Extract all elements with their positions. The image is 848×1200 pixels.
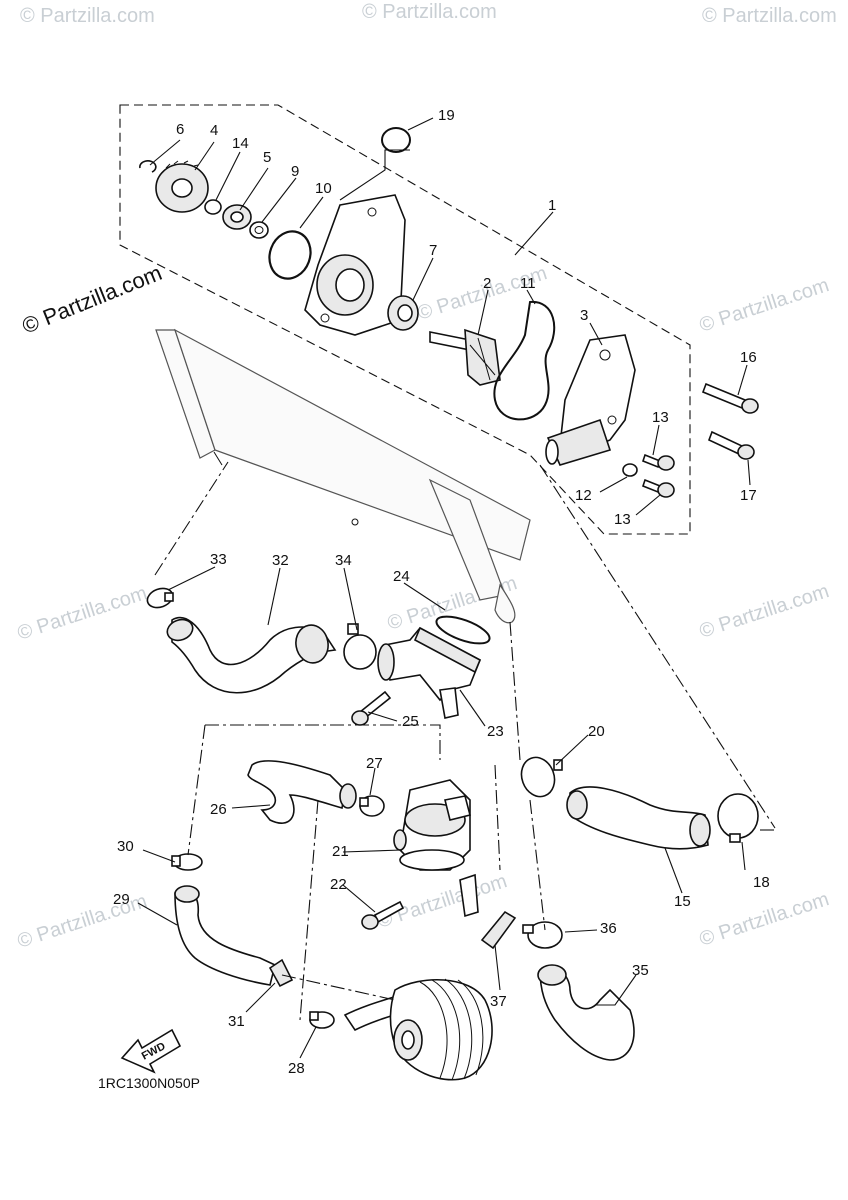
callout: 7 [429,242,437,259]
part-25-bolt [351,690,392,726]
part-26-hose [247,760,346,824]
callout: 5 [263,149,271,166]
part-18-hose [569,786,709,850]
part-29-hose [174,889,276,986]
part-12-washer [622,463,638,477]
callout: 31 [228,1013,245,1030]
part-7-mechanical-seal [387,295,419,331]
part-5-bearing [222,204,252,230]
callout: 33 [210,551,227,568]
part-27-clamp [359,795,385,817]
oil-cooler [343,978,493,1081]
fwd-arrow: FWD [120,1028,182,1074]
callout: 25 [402,713,419,730]
watermark: © Partzilla.com [375,870,510,933]
part-24-o-ring [435,615,491,645]
part-14-washer [204,199,222,215]
part-11-gasket [493,300,556,421]
diagram-code: 1RC1300N050P [98,1075,200,1091]
callout: 24 [393,568,410,585]
callout: 27 [366,755,383,772]
callout: 1 [548,197,556,214]
callout: 19 [438,107,455,124]
watermark: © Partzilla.com [362,1,497,23]
callout: 28 [288,1060,305,1077]
part-21-water-outlet [393,779,479,918]
callout: 22 [330,876,347,893]
callout: 14 [232,135,249,152]
pump-housing [304,194,406,336]
callout: 36 [600,920,617,937]
watermark: © Partzilla.com [702,5,837,27]
watermark: © Partzilla.com [15,582,150,645]
part-10-o-ring [268,230,312,280]
callout: 17 [740,487,757,504]
part-13-bolt [642,453,675,471]
callout: 34 [335,552,352,569]
callout-numbers: 6 4 14 5 9 10 19 1 7 2 11 3 16 13 17 12 … [113,107,770,1077]
part-16-bolt [707,430,755,460]
callout: 6 [176,121,184,138]
part-34-clamp [343,623,377,670]
callout: 23 [487,723,504,740]
part-22-bolt [361,900,405,930]
callout: 2 [483,275,491,292]
part-4-gear [155,160,209,213]
watermark: © Partzilla.com [697,274,832,337]
part-28-clamp [309,1011,335,1029]
part-17-o-ring [381,127,411,153]
part-36-clamp [522,921,563,949]
callout: 30 [117,838,134,855]
callout: 32 [272,552,289,569]
part-32-hose [171,616,337,694]
pump-assembly-boundary [119,104,691,535]
leader-lines [137,117,751,1059]
callout: 18 [753,874,770,891]
part-23-thermostat-housing [377,626,482,719]
radiator [155,328,531,624]
part-37-clip [480,910,517,950]
routing-lines [154,461,776,1021]
part-2-impeller-shaft [429,328,501,386]
callout: 21 [332,843,349,860]
callout: 10 [315,180,332,197]
part-35-hose [539,966,635,1061]
watermark: © Partzilla.com [697,580,832,643]
callout: 29 [113,891,130,908]
part-15-bolt [701,382,759,414]
callout: 13 [652,409,669,426]
part-31-clip [268,958,294,988]
callout: 3 [580,307,588,324]
part-3-pump-cover [545,334,636,466]
callout: 37 [490,993,507,1010]
callout: 4 [210,122,218,139]
callout: 9 [291,163,299,180]
part-20-clamp [520,756,563,798]
callout: 13 [614,511,631,528]
part-19-clamp [717,793,759,843]
callout: 11 [520,275,536,292]
part-6-seal [249,221,269,239]
callout: 15 [674,893,691,910]
part-13-bolt [642,478,675,498]
callout: 26 [210,801,227,818]
callout: 12 [575,487,592,504]
callout: 16 [740,349,757,366]
watermark: © Partzilla.com [20,5,155,27]
callout: 35 [632,962,649,979]
part-30-clamp [171,853,203,871]
callout: 20 [588,723,605,740]
part-33-clamp [146,587,174,609]
watermark: © Partzilla.com [697,888,832,951]
watermark-prominent: © Partzilla.com [19,260,166,339]
